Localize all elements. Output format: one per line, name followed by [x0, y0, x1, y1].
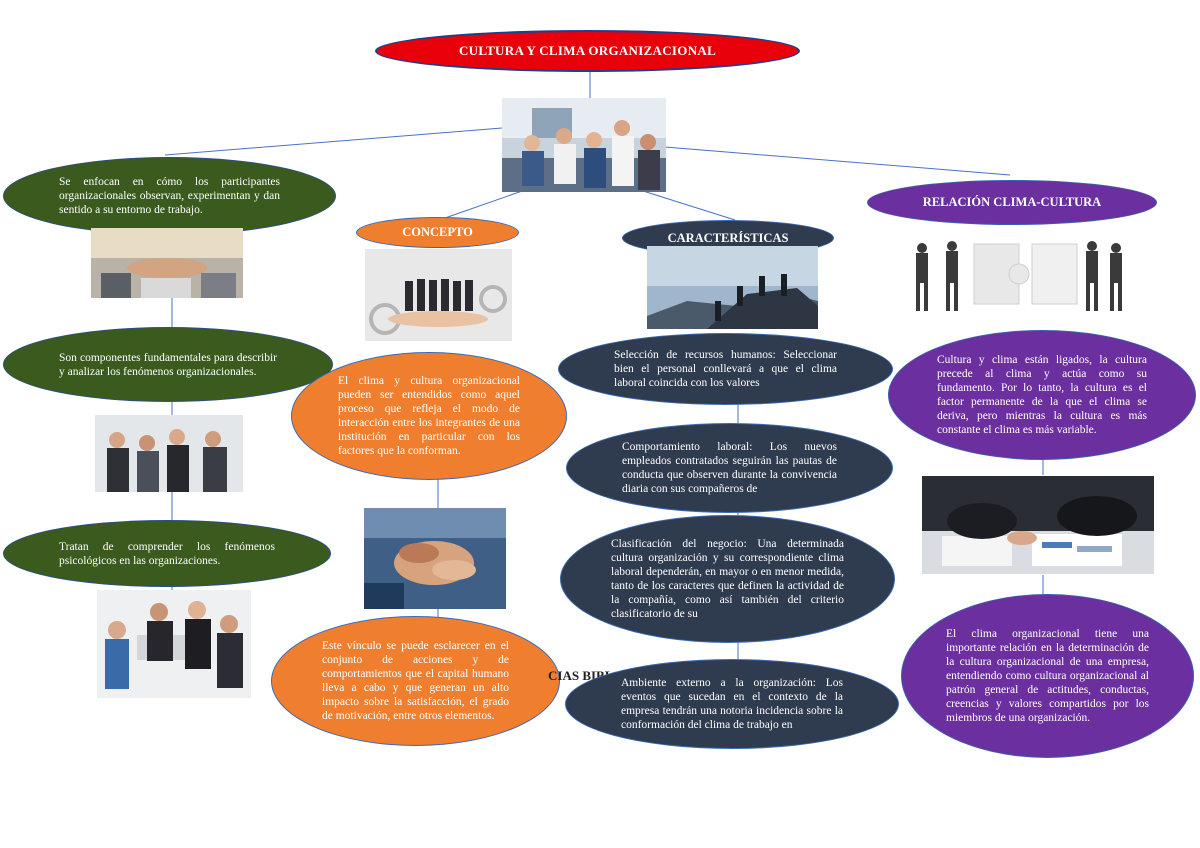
hands-together-photo [91, 228, 243, 298]
relacion-bubble-1: Cultura y clima están ligados, la cultur… [888, 330, 1196, 460]
caracteristicas-bubble-1-text: Selección de recursos humanos: Seleccion… [614, 349, 837, 389]
caracteristicas-bubble-2: Comportamiento laboral: Los nuevos emple… [566, 423, 893, 513]
left-bubble-3: Tratan de comprender los fenómenos psico… [3, 520, 331, 587]
left-bubble-1: Se enfocan en cómo los participantes org… [3, 157, 336, 235]
relacion-bubble-2: El clima organizacional tiene una import… [901, 594, 1194, 758]
relacion-bubble-2-text: El clima organizacional tiene una import… [946, 628, 1149, 724]
concepto-bubble-2: Este vínculo se puede esclarecer en el c… [271, 616, 560, 746]
left-bubble-3-text: Tratan de comprender los fenómenos psico… [59, 540, 275, 567]
team-celebration-photo [502, 98, 666, 192]
business-documents-photo [922, 476, 1154, 574]
stacked-hands-photo [364, 508, 506, 609]
concepto-bubble-1-text: El clima y cultura organizacional pueden… [338, 375, 520, 457]
left-bubble-2: Son componentes fundamentales para descr… [3, 327, 333, 402]
caracteristicas-bubble-1: Selección de recursos humanos: Seleccion… [558, 333, 893, 405]
concepto-header: CONCEPTO [356, 217, 519, 248]
main-title-text: CULTURA Y CLIMA ORGANIZACIONAL [458, 43, 717, 58]
climbing-help-photo [647, 246, 818, 329]
main-title: CULTURA Y CLIMA ORGANIZACIONAL [375, 30, 800, 72]
caracteristicas-bubble-2-text: Comportamiento laboral: Los nuevos emple… [622, 441, 837, 495]
caracteristicas-bubble-4-text: Ambiente externo a la organización: Los … [621, 677, 843, 731]
left-bubble-2-text: Son componentes fundamentales para descr… [59, 351, 277, 378]
relacion-header-text: RELACIÓN CLIMA-CULTURA [922, 195, 1102, 209]
concepto-header-text: CONCEPTO [402, 225, 473, 239]
people-on-hand-photo [365, 249, 512, 341]
relacion-bubble-1-text: Cultura y clima están ligados, la cultur… [937, 354, 1147, 436]
puzzle-pieces-photo [904, 236, 1134, 318]
caracteristicas-bubble-4: Ambiente externo a la organización: Los … [565, 659, 899, 749]
caracteristicas-bubble-3: Clasificación del negocio: Una determina… [560, 515, 895, 643]
office-team-photo [97, 590, 251, 698]
concepto-bubble-2-text: Este vínculo se puede esclarecer en el c… [322, 640, 509, 722]
caracteristicas-bubble-3-text: Clasificación del negocio: Una determina… [611, 538, 844, 620]
relacion-header: RELACIÓN CLIMA-CULTURA [867, 180, 1157, 225]
caracteristicas-header-text: CARACTERÍSTICAS [667, 230, 789, 245]
concepto-bubble-1: El clima y cultura organizacional pueden… [291, 352, 567, 480]
left-bubble-1-text: Se enfocan en cómo los participantes org… [59, 176, 280, 216]
coffee-meeting-photo [95, 415, 243, 492]
